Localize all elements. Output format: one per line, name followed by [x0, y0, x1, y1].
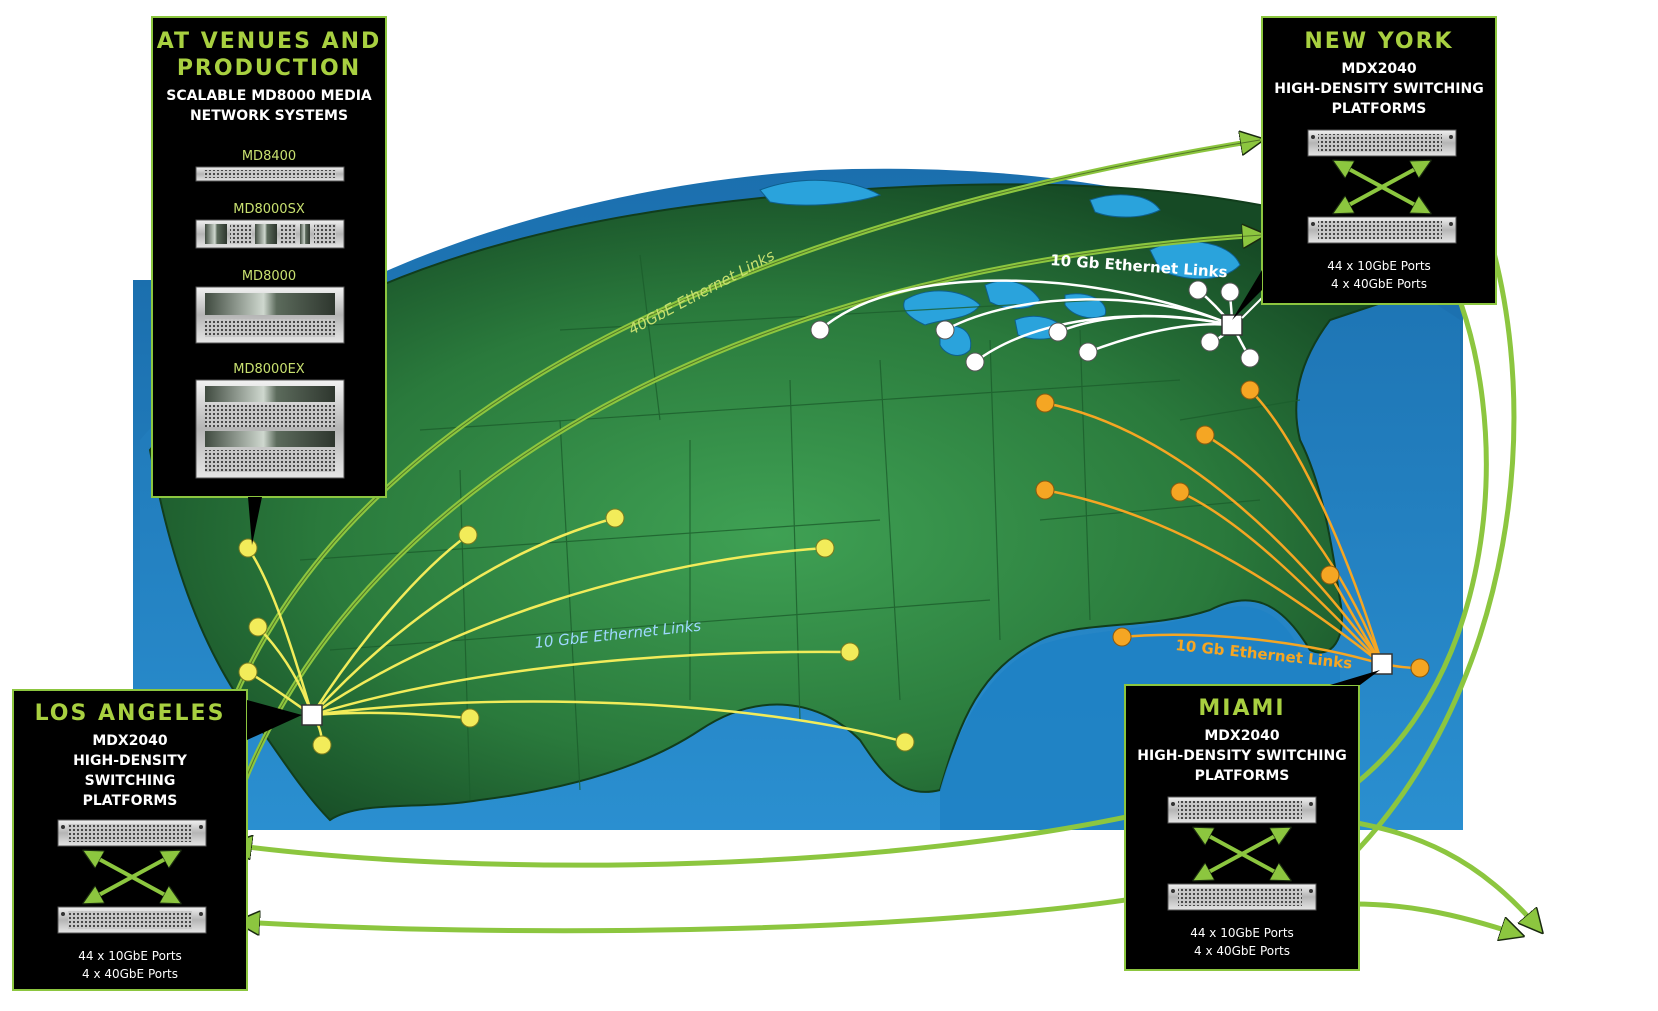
miami-panel: MIAMI MDX2040 HIGH-DENSITY SWITCHING PLA…: [1124, 670, 1380, 971]
md8000sx-rack: [195, 219, 345, 249]
ny-ports-line2: 4 x 40GbE Ports: [1331, 277, 1427, 291]
la-ports-line2: 4 x 40GbE Ports: [82, 967, 178, 981]
la-node: [312, 735, 332, 755]
miami-switch-top: [1167, 796, 1317, 824]
link-la-miami-lower: [240, 895, 1158, 931]
miami-model: MDX2040: [1204, 728, 1280, 744]
ny-node: [935, 320, 955, 340]
miami-node: [1320, 565, 1340, 585]
device-label-md8000: MD8000: [242, 269, 296, 284]
miami-regional-links: [1044, 389, 1421, 670]
miami-desc-line1: HIGH-DENSITY SWITCHING: [1137, 748, 1346, 764]
miami-regional-nodes: [1035, 380, 1430, 678]
venues-sub-line2: NETWORK SYSTEMS: [190, 108, 348, 124]
ny-title: NEW YORK: [1304, 29, 1453, 54]
la-hub: [301, 704, 323, 726]
miami-node: [1035, 393, 1055, 413]
miami-hub: [1371, 653, 1393, 675]
la-node: [248, 617, 268, 637]
la-node: [815, 538, 835, 558]
ny-node: [1078, 342, 1098, 362]
la-regional-nodes: [238, 508, 915, 755]
miami-node: [1035, 480, 1055, 500]
miami-cross-links: [1196, 829, 1288, 879]
los-angeles-panel: LOS ANGELES MDX2040 HIGH-DENSITY SWITCHI…: [12, 689, 302, 991]
miami-ports-line2: 4 x 40GbE Ports: [1194, 944, 1290, 958]
device-label-md8000ex: MD8000EX: [233, 362, 305, 377]
md8400-rack: [195, 166, 345, 182]
la-node: [460, 708, 480, 728]
la-desc-line1: HIGH-DENSITY: [73, 753, 188, 769]
la-title: LOS ANGELES: [35, 701, 226, 726]
la-node: [458, 525, 478, 545]
device-label-md8000sx: MD8000SX: [233, 202, 305, 217]
venues-title-line2: PRODUCTION: [177, 56, 361, 81]
ny-regional-nodes: [810, 280, 1260, 372]
la-node: [238, 662, 258, 682]
ny-node: [810, 320, 830, 340]
ny-node: [965, 352, 985, 372]
miami-node: [1170, 482, 1190, 502]
ny-node: [1240, 348, 1260, 368]
la-desc-line3: PLATFORMS: [83, 793, 178, 809]
la-node: [238, 538, 258, 558]
la-regional-links: [246, 516, 906, 746]
miami-desc-line2: PLATFORMS: [1195, 768, 1290, 784]
venues-title-line1: AT VENUES AND: [157, 29, 382, 54]
device-label-md8400: MD8400: [242, 149, 296, 164]
link-la-miami-upper: [232, 810, 1158, 868]
ny-hub-connector: [1241, 297, 1263, 319]
miami-switch-bottom: [1167, 883, 1317, 911]
ny-node: [1200, 332, 1220, 352]
ny-node: [1048, 322, 1068, 342]
miami-node: [1112, 627, 1132, 647]
la-node: [605, 508, 625, 528]
ny-node: [1220, 282, 1240, 302]
ny-switch-bottom: [1307, 216, 1457, 244]
la-switch-bottom: [57, 906, 207, 934]
ny-regional-links: [819, 279, 1252, 363]
ny-ports-line1: 44 x 10GbE Ports: [1327, 259, 1431, 273]
la-cross-links: [86, 852, 178, 902]
venues-sub-line1: SCALABLE MD8000 MEDIA: [166, 88, 372, 104]
la-ports-line1: 44 x 10GbE Ports: [78, 949, 182, 963]
ny-switch-top: [1307, 129, 1457, 157]
ny-cross-links: [1336, 162, 1428, 212]
ny-desc-line2: PLATFORMS: [1332, 101, 1427, 117]
ny-model: MDX2040: [1341, 61, 1417, 77]
ny-node: [1188, 280, 1208, 300]
new-york-panel: NEW YORK MDX2040 HIGH-DENSITY SWITCHING …: [1232, 16, 1497, 320]
md8000-rack: [195, 286, 345, 344]
miami-node: [1240, 380, 1260, 400]
la-switch-top: [57, 819, 207, 847]
link-ny-miami-inner: [1325, 265, 1489, 805]
venues-panel: AT VENUES AND PRODUCTION SCALABLE MD8000…: [151, 16, 387, 545]
la-desc-line2: SWITCHING: [85, 773, 176, 789]
la-node: [895, 732, 915, 752]
la-node: [840, 642, 860, 662]
ny-desc-line1: HIGH-DENSITY SWITCHING: [1274, 81, 1483, 97]
miami-node: [1195, 425, 1215, 445]
miami-ports-line1: 44 x 10GbE Ports: [1190, 926, 1294, 940]
la-model: MDX2040: [92, 733, 168, 749]
ny-hub: [1221, 314, 1243, 336]
miami-title: MIAMI: [1198, 696, 1285, 721]
md8000ex-rack: [195, 379, 345, 479]
miami-node: [1410, 658, 1430, 678]
